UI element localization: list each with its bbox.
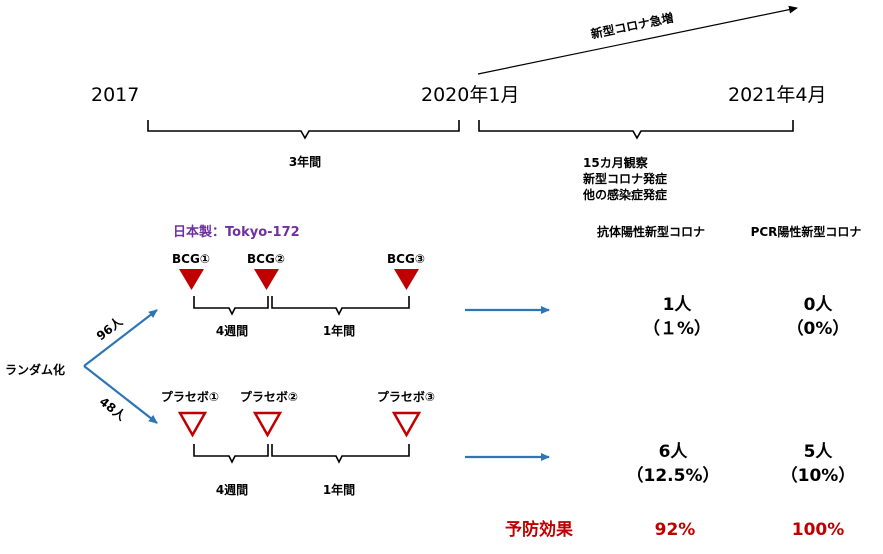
observation-line-1: 15カ月観察 — [583, 155, 649, 170]
efficacy-pcr: 100% — [792, 520, 845, 540]
year-2020: 2020年1月 — [421, 84, 519, 106]
bcg-dose-3-label: BCG③ — [387, 252, 425, 266]
header-pcr: PCR陽性新型コロナ — [751, 224, 862, 239]
efficacy-antibody: 92% — [655, 520, 696, 540]
bcg-dose-3-marker — [394, 269, 419, 290]
efficacy-label: 予防効果 — [505, 519, 573, 540]
placebo-antibody-count: 6人 — [659, 442, 689, 462]
placebo-dose-1-marker — [177, 411, 208, 438]
bcg-brace-4-weeks — [193, 296, 269, 316]
covid-surge-arrow — [477, 5, 798, 75]
observation-line-2: 新型コロナ発症 — [583, 171, 667, 186]
bcg-antibody-pct: （１%） — [643, 318, 711, 339]
placebo-dose-3-label: プラセボ③ — [377, 389, 435, 404]
bcg-dose-1-label: BCG① — [172, 252, 210, 266]
arrow-to-placebo — [83, 365, 158, 424]
bcg-antibody-count: 1人 — [663, 295, 693, 315]
covid-surge-label: 新型コロナ急増 — [589, 10, 674, 42]
placebo-pcr-pct: （10%） — [781, 465, 856, 486]
placebo-dose-2-label: プラセボ② — [240, 389, 298, 404]
randomization-label: ランダム化 — [5, 362, 65, 377]
bcg-dose-2-label: BCG② — [247, 252, 285, 266]
placebo-interval-4-weeks: 4週間 — [216, 482, 248, 497]
observation-line-3: 他の感染症発症 — [582, 187, 667, 202]
year-2017: 2017 — [91, 84, 139, 106]
placebo-dose-2-marker — [252, 411, 283, 438]
bcg-pcr-count: 0人 — [804, 295, 834, 315]
year-2021: 2021年4月 — [728, 84, 826, 106]
bcg-brace-1-year — [271, 296, 410, 316]
period-3-years: 3年間 — [289, 154, 321, 169]
header-antibody: 抗体陽性新型コロナ — [597, 224, 705, 239]
placebo-dose-1-label: プラセボ① — [161, 389, 219, 404]
placebo-interval-1-year: 1年間 — [323, 482, 355, 497]
arrow-to-bcg — [83, 309, 158, 367]
placebo-brace-1-year — [271, 444, 410, 464]
brace-3-years — [147, 120, 460, 140]
placebo-antibody-pct: （12.5%） — [627, 465, 720, 486]
placebo-dose-3-marker — [391, 411, 422, 438]
bcg-dose-2-marker — [254, 269, 279, 290]
bcg-interval-4-weeks: 4週間 — [216, 323, 248, 338]
vaccine-label: 日本製：Tokyo-172 — [173, 224, 300, 240]
placebo-brace-4-weeks — [193, 444, 269, 464]
bcg-dose-1-marker — [179, 269, 204, 290]
brace-observation — [478, 120, 794, 140]
placebo-pcr-count: 5人 — [804, 442, 834, 462]
bcg-pcr-pct: （0%） — [787, 318, 850, 339]
bcg-interval-1-year: 1年間 — [323, 323, 355, 338]
